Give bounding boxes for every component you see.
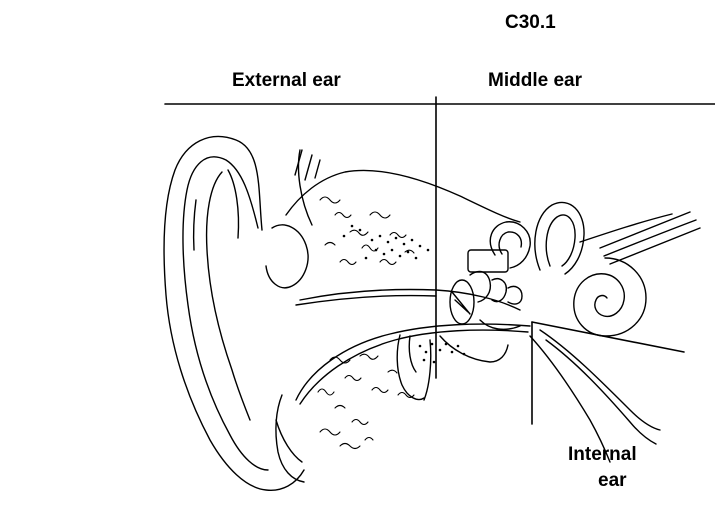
divider-lines: [165, 97, 715, 424]
middle-ear-structures: [450, 250, 522, 329]
auditory-nerve: [580, 212, 700, 264]
pinna-shape: [164, 137, 308, 491]
mastoid-air-cells: [318, 197, 414, 449]
incus: [492, 279, 506, 302]
temporal-bone: [286, 150, 520, 400]
semicircular-canals: [490, 202, 584, 274]
tympanic-membrane: [450, 280, 474, 324]
stapes: [508, 286, 522, 304]
ear-canal: [296, 289, 530, 404]
eustachian-tube: [530, 330, 660, 462]
canal-cartilage: [397, 335, 424, 399]
cochlea: [574, 258, 646, 336]
